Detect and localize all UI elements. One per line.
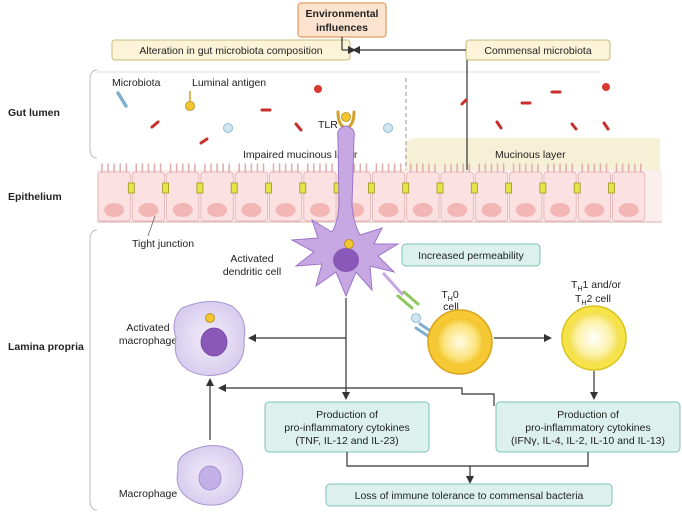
lamina-propria-bracket xyxy=(89,229,98,511)
epithelial-nucleus xyxy=(378,203,399,217)
bacterium xyxy=(602,121,610,131)
resting-macrophage-nucleus xyxy=(198,465,222,491)
dc-dendrite xyxy=(381,271,405,297)
epithelial-nucleus xyxy=(241,203,262,217)
tight-junction-icon xyxy=(265,182,272,194)
tight-junction-icon xyxy=(367,182,375,194)
region-gut-lumen: Gut lumen xyxy=(8,107,60,119)
th12-label-line1: TH1 and/or xyxy=(571,279,622,293)
tight-junction-icon xyxy=(162,182,170,194)
th12-nucleus xyxy=(569,313,619,363)
right-cytokines-line2: pro-inflammatory cytokines xyxy=(525,422,650,434)
left-cytokines-line1: Production of xyxy=(316,409,378,421)
epithelial-nucleus xyxy=(447,203,468,217)
tight-junction-icon xyxy=(608,182,615,194)
tolerance-box xyxy=(325,483,613,507)
dc-antigen xyxy=(344,239,354,249)
microbiota-rod xyxy=(116,91,128,108)
bacterium-round xyxy=(314,85,322,93)
th-cytokines-feedback-arrow xyxy=(218,384,495,406)
tight-junction-icon xyxy=(230,182,238,194)
epithelium-layer xyxy=(97,163,662,222)
tight-junction-icon xyxy=(505,182,513,194)
antigen-particle xyxy=(223,123,233,133)
tight-junction-label: Tight junction xyxy=(132,238,194,250)
epithelial-nucleus xyxy=(138,203,159,217)
impaired-mucinous-label: Impaired mucinous layer xyxy=(243,149,358,161)
bacterium xyxy=(150,120,160,129)
dendritic-cell-nucleus xyxy=(333,248,359,272)
antigen-particle xyxy=(383,123,393,133)
presented-antigen xyxy=(411,313,421,323)
epithelial-nucleus xyxy=(207,203,228,217)
th0-nucleus xyxy=(436,318,484,366)
cytokines-merge-line xyxy=(346,452,589,467)
epithelial-nucleus xyxy=(515,203,536,217)
bacterium xyxy=(495,120,503,130)
tight-junction-icon xyxy=(573,182,581,194)
activated-macro-label2: macrophage xyxy=(119,335,178,347)
region-lamina-propria: Lamina propria xyxy=(8,341,84,353)
increased-permeability-box xyxy=(401,243,541,267)
mucinous-layer-label: Mucinous layer xyxy=(495,149,566,161)
epithelial-nucleus xyxy=(172,203,193,217)
microbiota-label: Microbiota xyxy=(112,77,161,89)
activated-dc-label2: dendritic cell xyxy=(223,266,281,278)
luminal-antigen-label: Luminal antigen xyxy=(192,77,266,89)
tight-junction-icon xyxy=(470,182,478,194)
left-cytokines-line2: pro-inflammatory cytokines xyxy=(284,422,409,434)
mhc-connector xyxy=(396,290,420,310)
epithelial-nucleus xyxy=(550,203,571,217)
tlr-antigen xyxy=(341,112,351,122)
environmental-line1: Environmental xyxy=(306,8,379,20)
region-epithelium: Epithelium xyxy=(8,191,62,203)
right-cytokines-line1: Production of xyxy=(557,409,619,421)
epithelial-nucleus xyxy=(412,203,433,217)
epithelial-nucleus xyxy=(584,203,605,217)
environmental-line2: influences xyxy=(316,22,368,34)
tight-junction-icon xyxy=(127,182,135,194)
bacterium xyxy=(294,122,303,132)
epithelial-nucleus xyxy=(104,203,125,217)
bacterium xyxy=(570,122,578,131)
gut-lumen-bracket xyxy=(89,69,98,159)
bacterium-round xyxy=(602,83,610,91)
bacterium xyxy=(199,137,209,145)
macrophage-label: Macrophage xyxy=(119,488,178,500)
dendritic-cell xyxy=(290,125,400,298)
luminal-antigen-dot xyxy=(185,101,195,111)
right-cytokines-line3: (IFNγ, IL-4, IL-2, IL-10 and IL-13) xyxy=(511,435,665,447)
tight-junction-icon xyxy=(299,182,307,194)
commensal-label: Commensal microbiota xyxy=(484,45,592,57)
tight-junction-icon xyxy=(196,182,204,194)
epithelial-nucleus xyxy=(481,203,502,217)
activated-dc-label1: Activated xyxy=(230,253,273,265)
macro-antigen xyxy=(205,313,215,323)
tight-junction-icon xyxy=(402,182,410,194)
epithelial-nucleus xyxy=(618,203,639,217)
bacterium xyxy=(460,98,468,106)
tight-junction-icon xyxy=(539,182,547,194)
tight-junction-icon xyxy=(436,182,444,194)
tight-junction-pointer xyxy=(147,215,156,237)
th0-label-line1: TH0 xyxy=(441,289,458,303)
epithelial-nucleus xyxy=(309,203,330,217)
alteration-label: Alteration in gut microbiota composition xyxy=(139,45,322,57)
tlr-label: TLR xyxy=(318,119,338,131)
activated-macrophage-nucleus xyxy=(200,327,228,357)
activated-macro-label1: Activated xyxy=(126,322,169,334)
left-cytokines-line3: (TNF, IL-12 and IL-23) xyxy=(295,435,398,447)
increased-permeability-label: Increased permeability xyxy=(418,250,524,262)
th12-label-line2: TH2 cell xyxy=(575,293,611,307)
epithelial-nucleus xyxy=(275,203,296,217)
tolerance-label: Loss of immune tolerance to commensal ba… xyxy=(355,490,584,502)
